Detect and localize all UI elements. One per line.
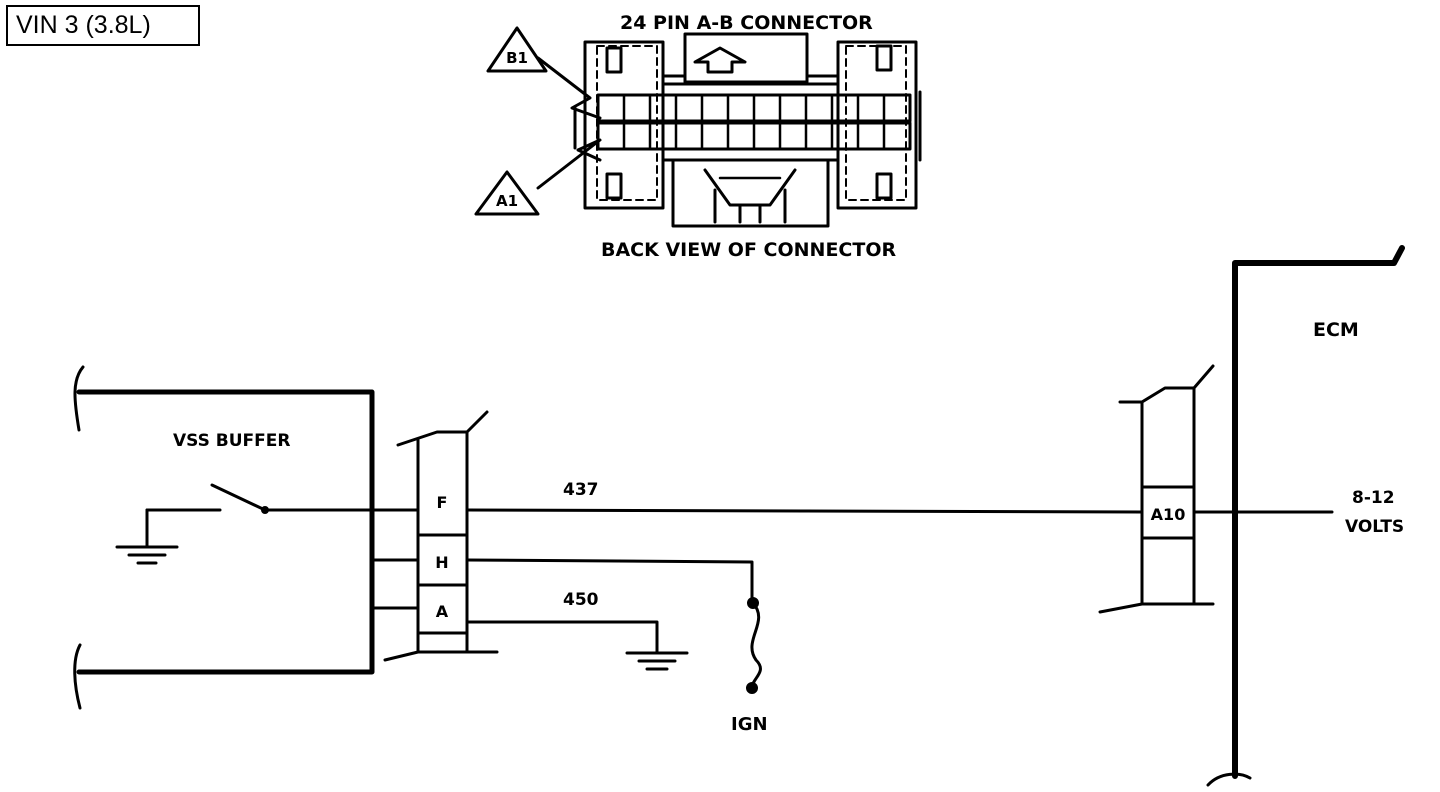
connector-caption: BACK VIEW OF CONNECTOR bbox=[601, 239, 896, 261]
connector-drawing bbox=[474, 26, 922, 228]
ign-label: IGN bbox=[731, 714, 768, 735]
ecm-drawing bbox=[1098, 245, 1405, 787]
connector-title: 24 PIN A-B CONNECTOR bbox=[620, 12, 873, 34]
wire-437-label: 437 bbox=[563, 480, 599, 500]
pin-f-label: F bbox=[437, 493, 448, 512]
title-box: VIN 3 (3.8L) bbox=[6, 5, 200, 46]
vss-buffer-drawing bbox=[73, 365, 420, 710]
vss-buffer-label: VSS BUFFER bbox=[173, 431, 291, 451]
callout-a1: A1 bbox=[496, 192, 518, 210]
vss-connector-drawing bbox=[383, 410, 499, 662]
wiring bbox=[465, 508, 1144, 694]
pin-h-label: H bbox=[435, 553, 448, 572]
ecm-pin-a10-label: A10 bbox=[1151, 505, 1186, 524]
voltage-line2: VOLTS bbox=[1345, 517, 1404, 537]
ecm-label: ECM bbox=[1313, 319, 1359, 341]
callout-b1: B1 bbox=[506, 49, 528, 67]
pin-a-label: A bbox=[436, 602, 449, 621]
wire-450-label: 450 bbox=[563, 590, 599, 610]
voltage-line1: 8-12 bbox=[1352, 488, 1395, 508]
